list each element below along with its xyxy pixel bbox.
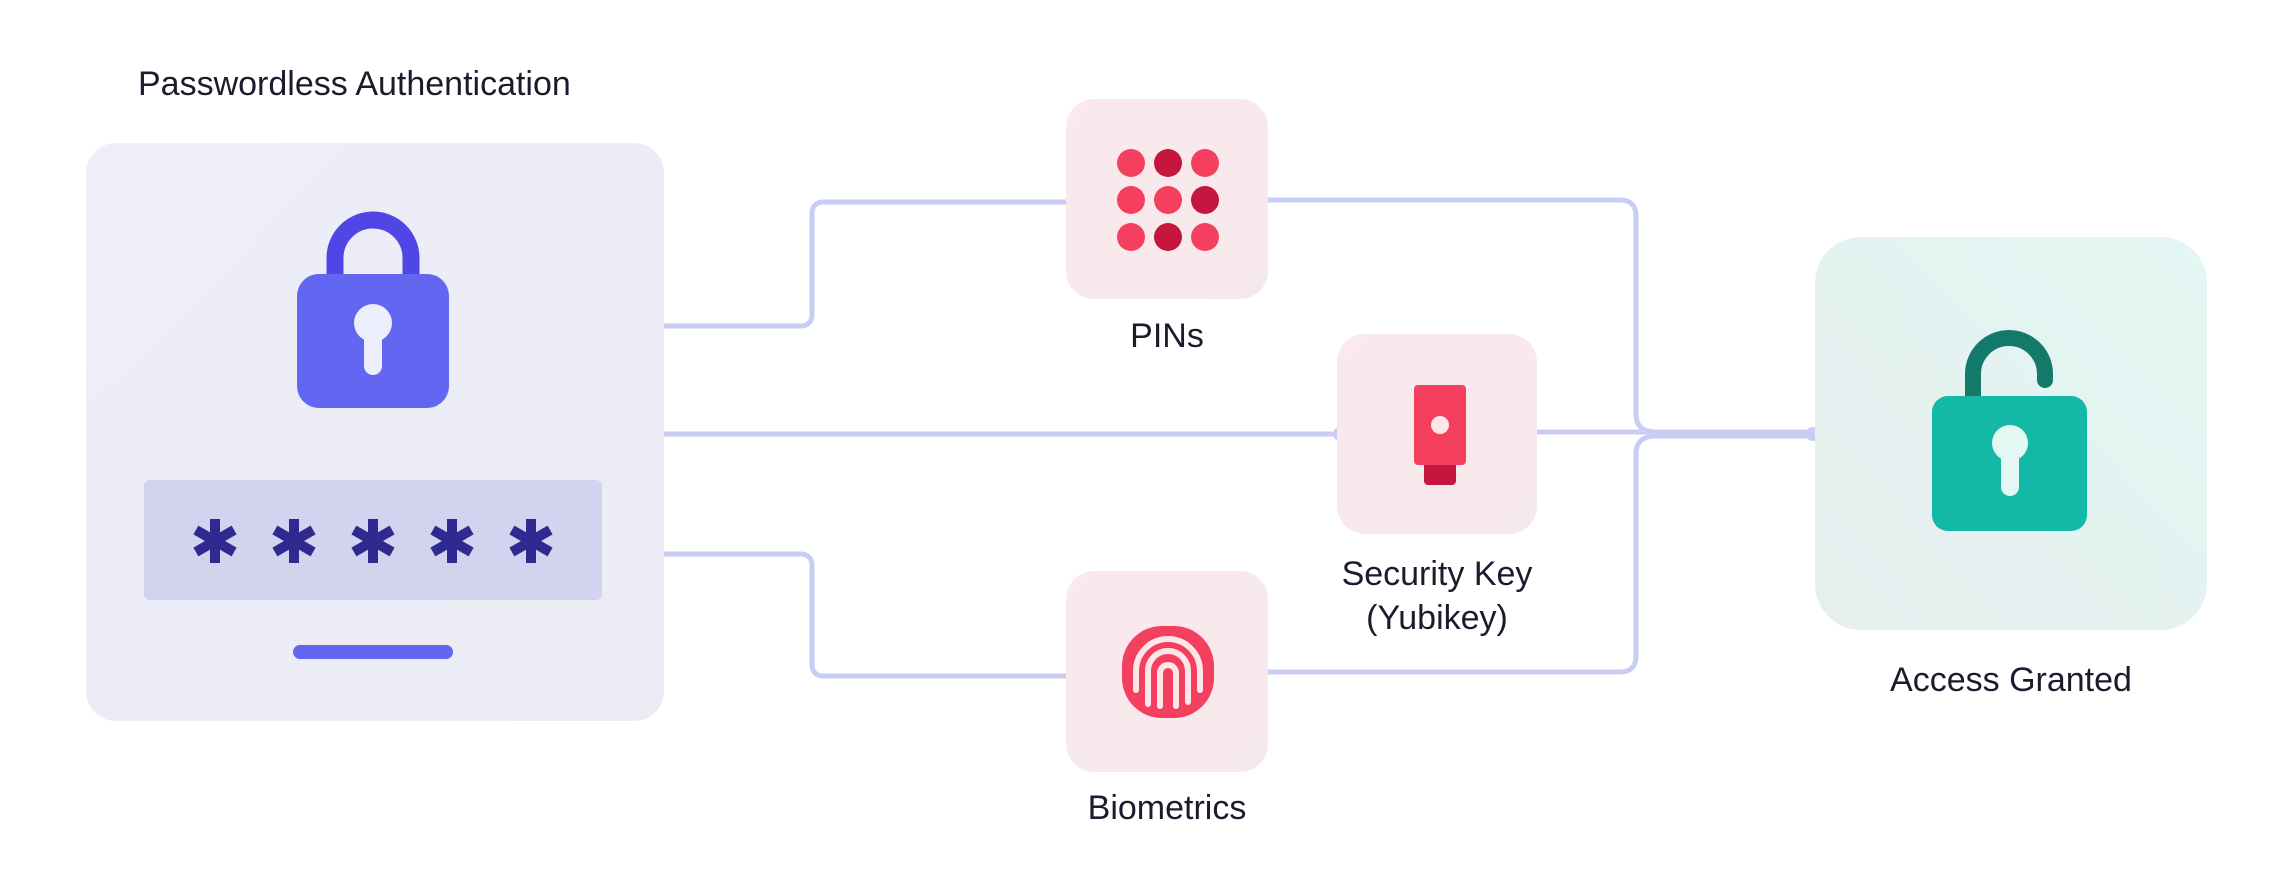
source-title: Passwordless Authentication <box>138 65 571 103</box>
method-label-security-key: Security Key (Yubikey) <box>1287 552 1587 640</box>
usb-security-key-icon <box>1414 385 1466 485</box>
biometrics-tile <box>1066 571 1268 772</box>
unlocked-padlock-icon <box>1932 330 2087 531</box>
password-mask-char <box>430 519 474 563</box>
fingerprint-icon <box>1122 626 1214 718</box>
password-mask-char <box>351 519 395 563</box>
password-mask-char <box>509 519 553 563</box>
connector-biometrics-to-target <box>1263 433 1815 675</box>
connector-source-to-biometrics <box>662 551 1073 679</box>
method-label-security-key-line2: (Yubikey) <box>1366 599 1508 637</box>
pins-tile <box>1066 99 1268 299</box>
method-label-pins: PINs <box>1130 317 1204 355</box>
target-label: Access Granted <box>1890 661 2132 699</box>
locked-padlock-icon <box>297 211 449 408</box>
password-underline <box>293 645 453 659</box>
password-mask-char <box>193 519 237 563</box>
password-mask <box>193 519 553 563</box>
security-key-tile <box>1337 334 1537 534</box>
keypad-dots-icon <box>1117 149 1219 251</box>
target-card <box>1815 237 2207 630</box>
method-label-biometrics: Biometrics <box>1087 789 1247 827</box>
connectors <box>662 197 1815 679</box>
connector-source-to-pins <box>662 199 1073 329</box>
password-mask-char <box>272 519 316 563</box>
method-label-security-key-line1: Security Key <box>1341 555 1533 593</box>
source-card <box>86 143 664 721</box>
